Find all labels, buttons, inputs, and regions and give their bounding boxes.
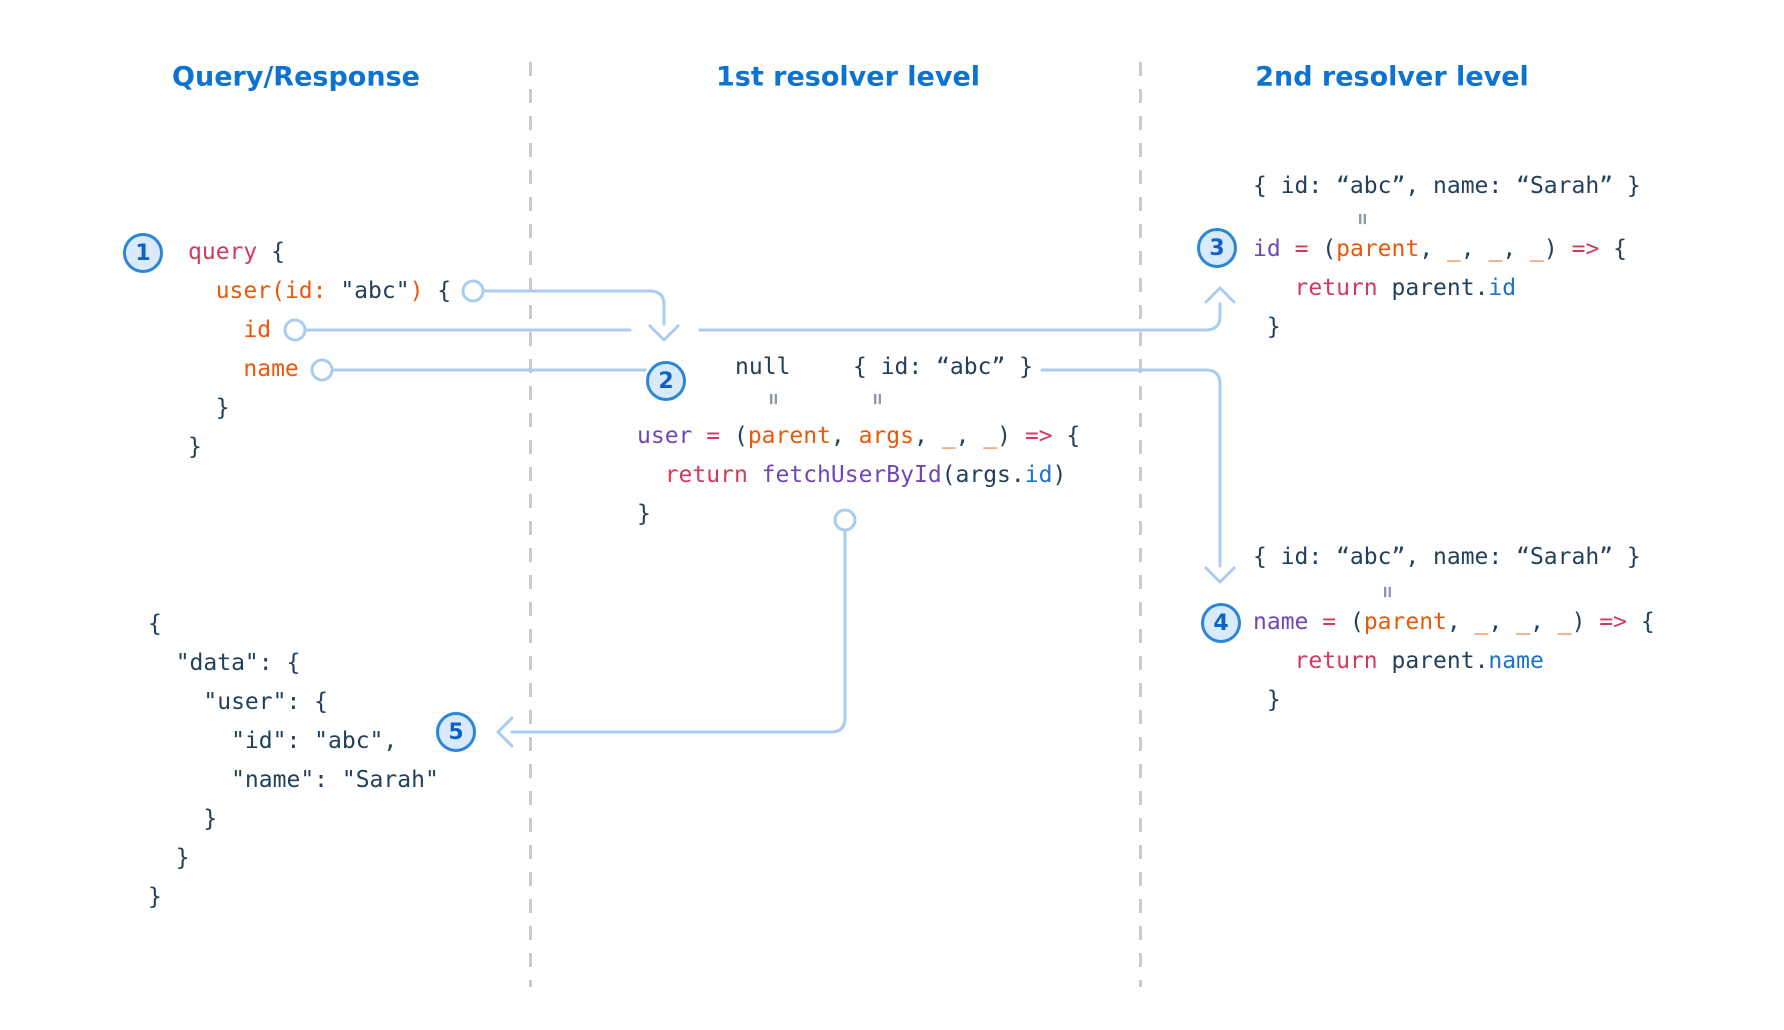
arrow-up-icon xyxy=(1204,286,1236,304)
step-badge-1: 1 xyxy=(123,233,163,273)
flow-line-result-to-response xyxy=(510,530,847,734)
code-line: "name": "Sarah" xyxy=(148,767,439,793)
code-line: "user": { xyxy=(148,689,329,715)
id-resolver-parent-value: { id: “abc”, name: “Sarah” } xyxy=(1253,167,1641,206)
step-badge-4: 4 xyxy=(1201,603,1241,643)
code-line: id = (parent, _, _, _) => { xyxy=(1253,236,1628,262)
code-line: } xyxy=(148,884,162,910)
step-badge-2: 2 xyxy=(646,361,686,401)
column-title-2nd-resolver-level: 2nd resolver level xyxy=(1255,61,1529,93)
code-line: } xyxy=(188,395,230,421)
equals-rotated-icon: = xyxy=(866,392,890,406)
column-title-1st-resolver-level: 1st resolver level xyxy=(715,61,981,93)
flow-line-user-to-resolver xyxy=(481,289,666,326)
equals-rotated-icon: = xyxy=(762,392,786,406)
code-line: { id: “abc”, name: “Sarah” } xyxy=(1253,173,1641,199)
resolver1-parent-value: null xyxy=(735,348,790,387)
column-divider-right xyxy=(1139,62,1142,987)
code-line: { id: “abc” } xyxy=(853,354,1034,380)
resolver1-args-value: { id: “abc” } xyxy=(853,348,1033,387)
step-badge-5: 5 xyxy=(436,712,476,752)
code-line: return parent.name xyxy=(1294,648,1544,674)
graphql-query-code: query { user(id: "abc") { id name }} xyxy=(188,233,451,467)
code-line: { id: “abc”, name: “Sarah” } xyxy=(1253,544,1641,570)
code-line: "id": "abc", xyxy=(148,728,398,754)
name-resolver-code: name = (parent, _, _, _) => { return par… xyxy=(1253,603,1655,720)
response-json-code: { "data": { "user": { "id": "abc", "name… xyxy=(148,605,439,917)
code-line: } xyxy=(1253,314,1281,340)
code-line: name = (parent, _, _, _) => { xyxy=(1253,609,1655,635)
name-resolver-parent-value: { id: “abc”, name: “Sarah” } xyxy=(1253,538,1641,577)
code-line: { xyxy=(148,611,162,637)
code-line: return fetchUserById(args.id) xyxy=(664,462,1067,488)
arrow-down-icon xyxy=(648,324,680,342)
code-line: user(id: "abc") { xyxy=(215,278,452,304)
code-line: user = (parent, args, _, _) => { xyxy=(637,423,1081,449)
code-line: query { xyxy=(188,239,285,265)
code-line: } xyxy=(148,845,190,871)
equals-rotated-icon: = xyxy=(1376,585,1400,599)
arrow-left-icon xyxy=(496,716,514,748)
code-line: return parent.id xyxy=(1294,275,1517,301)
column-divider-left xyxy=(529,62,532,987)
code-line: name xyxy=(243,356,299,382)
flow-line-id-to-id-resolver xyxy=(698,302,1222,332)
code-line: "data": { xyxy=(148,650,301,676)
step-badge-3: 3 xyxy=(1197,228,1237,268)
equals-rotated-icon: = xyxy=(1351,212,1375,226)
arrow-down-icon xyxy=(1204,566,1236,584)
anchor-circle-user xyxy=(461,279,485,303)
id-resolver-code: id = (parent, _, _, _) => { return paren… xyxy=(1253,230,1627,347)
column-title-query-response: Query/Response xyxy=(172,61,420,93)
code-line: } xyxy=(148,806,218,832)
code-line: id xyxy=(243,317,272,343)
code-line: } xyxy=(1253,687,1281,713)
code-line: } xyxy=(637,501,651,527)
code-line: null xyxy=(735,354,791,380)
code-line: } xyxy=(188,434,202,460)
user-resolver-code: user = (parent, args, _, _) => { return … xyxy=(637,417,1080,534)
